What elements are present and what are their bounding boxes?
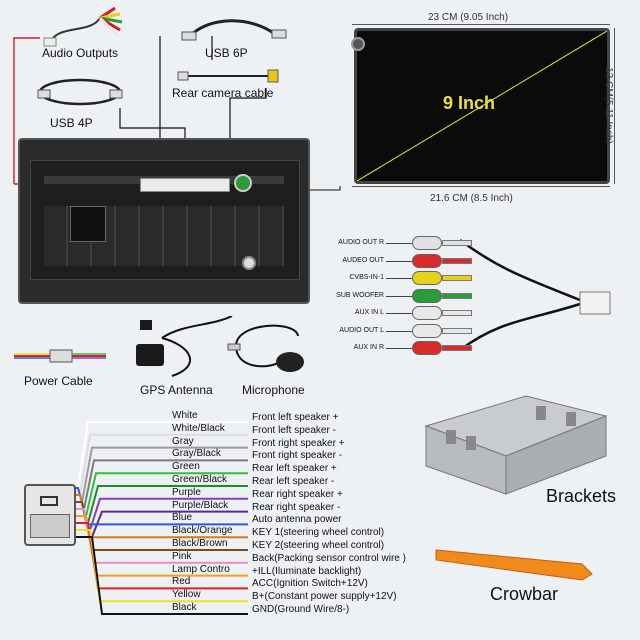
- gps-port[interactable]: [234, 174, 252, 192]
- rca-leader-line: [386, 295, 412, 297]
- wire-function: Back(Packing sensor control wire ): [252, 552, 406, 564]
- usb-4p-label: USB 4P: [50, 116, 93, 130]
- rca-port-label: AUDIO OUT R: [338, 239, 384, 246]
- rca-cable: [442, 240, 472, 246]
- rca-jack[interactable]: [412, 288, 442, 303]
- rca-cable: [442, 257, 472, 264]
- crowbar-image: [435, 549, 593, 581]
- rca-leader-line: [386, 260, 412, 262]
- microphone-label: Microphone: [242, 383, 305, 397]
- power-cable-image: [14, 349, 106, 363]
- rca-jack[interactable]: [412, 341, 442, 355]
- rca-jack[interactable]: [412, 271, 442, 285]
- rca-port-label: AUDEO OUT: [342, 256, 384, 264]
- volume-knob[interactable]: [351, 37, 365, 51]
- rear-camera-cable-image: [177, 69, 279, 83]
- rca-leader-line: [386, 348, 412, 349]
- rca-leader-line: [386, 330, 412, 332]
- wire-function: ACC(Ignition Switch+12V): [252, 578, 368, 590]
- audio-outputs-label: Audio Outputs: [42, 46, 119, 60]
- wire-function: Front left speaker -: [252, 424, 336, 436]
- brackets-image: [424, 395, 608, 495]
- wire-color-name: Yellow: [172, 589, 201, 601]
- wire-color-name: Blue: [172, 512, 193, 524]
- usb-4p-cable-image: [37, 78, 123, 106]
- rca-port-label: AUX IN R: [353, 344, 384, 351]
- wire-function: Rear right speaker -: [252, 501, 341, 513]
- wire-color-name: Red: [172, 576, 191, 588]
- rca-jack[interactable]: [412, 306, 442, 320]
- wire-color-name: Purple/Black: [172, 499, 229, 511]
- rca-leader-line: [386, 313, 412, 314]
- wire-function: Front right speaker +: [252, 437, 345, 449]
- wire-function: B+(Constant power supply+12V): [252, 591, 397, 603]
- rear-camera-cable-label: Rear camera cable: [172, 86, 274, 100]
- rca-port-label: CVBS-IN-1: [349, 274, 384, 281]
- screen-width-top: 23 CM (9.05 Inch): [428, 12, 509, 23]
- wire-function: +ILL(Iluminate backlight): [252, 565, 362, 577]
- power-cable-label: Power Cable: [24, 374, 93, 388]
- brackets-label: Brackets: [546, 486, 617, 506]
- wire-function: Rear left speaker +: [252, 463, 337, 475]
- rca-cable-image: [459, 238, 611, 352]
- wire-color-name: Gray/Black: [172, 448, 221, 460]
- wire-color-name: White/Black: [172, 422, 225, 434]
- usb-6p-cable-image: [181, 19, 287, 41]
- wire-color-name: White: [172, 410, 198, 421]
- wire-color-name: Lamp Contro: [172, 563, 230, 575]
- antenna-port[interactable]: [242, 256, 256, 270]
- audio-outputs-cable-image: [43, 6, 123, 47]
- microphone-image: [227, 324, 304, 372]
- wire-color-name: Black: [172, 602, 197, 613]
- rca-jack[interactable]: [412, 236, 442, 250]
- wire-color-name: Black/Orange: [172, 525, 233, 537]
- rca-cable: [442, 310, 472, 316]
- wire-color-name: Purple: [172, 486, 201, 498]
- wire-function: Front left speaker +: [252, 412, 339, 423]
- rca-jack[interactable]: [412, 323, 442, 338]
- wire-color-name: Green/Black: [172, 474, 228, 485]
- rca-leader-line: [386, 243, 412, 244]
- screen-width-bottom: 21.6 CM (8.5 Inch): [430, 193, 513, 204]
- crowbar-label: Crowbar: [490, 584, 559, 604]
- rca-port-label: AUDIO OUT L: [339, 326, 384, 334]
- wire-color-name: Green: [172, 461, 200, 473]
- wire-function: KEY 2(steering wheel control): [252, 540, 385, 551]
- wire-function: Rear left speaker -: [252, 476, 335, 487]
- gps-antenna-label: GPS Antenna: [140, 383, 213, 397]
- usb-6p-label: USB 6P: [205, 46, 248, 60]
- rca-port-label: SUB WOOFER: [336, 291, 384, 299]
- harness-connector-block: [140, 178, 230, 192]
- rca-cable: [442, 327, 472, 334]
- wire-function: Rear right speaker +: [252, 488, 343, 500]
- rca-cable: [442, 275, 472, 281]
- screen-size-label: 9 Inch: [443, 93, 496, 113]
- gps-antenna-image: [136, 316, 233, 377]
- wire-line: [76, 536, 248, 615]
- head-unit-back-panel: [18, 138, 310, 304]
- harness-plug: [24, 484, 76, 546]
- wire-color-name: Gray: [172, 435, 194, 447]
- wire-color-name: Black/Brown: [172, 538, 228, 549]
- rca-cable: [442, 292, 472, 299]
- rca-port-label: AUX IN L: [354, 309, 384, 316]
- rca-jack[interactable]: [412, 253, 442, 268]
- wire-function: GND(Ground Wire/8-): [252, 604, 350, 615]
- wire-function: Auto antenna power: [252, 514, 342, 526]
- rca-cable: [442, 345, 472, 351]
- wire-color-name: Pink: [172, 550, 192, 562]
- screen-display: 9 Inch: [351, 28, 610, 184]
- rca-leader-line: [386, 278, 412, 279]
- wire-function: KEY 1(steering wheel control): [252, 527, 385, 539]
- wire-function: Front right speaker -: [252, 450, 343, 462]
